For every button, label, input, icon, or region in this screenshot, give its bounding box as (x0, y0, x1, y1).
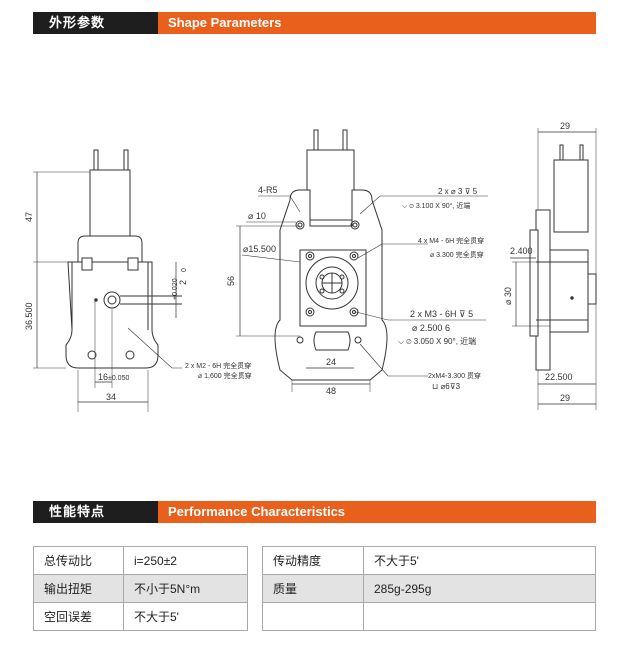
dim-22-500: 22.500 (545, 372, 573, 382)
note-m2-2: ⌀ 1.600 完全贯穿 (198, 371, 252, 380)
param-value: 不小于5N°m (123, 574, 248, 603)
table-row: 输出扭矩 不小于5N°m (33, 574, 248, 603)
tol-upper: +0.020 (172, 278, 179, 300)
dim-phi-10: ⌀ 10 (248, 211, 266, 221)
note-top-1: 2 x ⌀ 3 ⊽ 5 (438, 187, 478, 196)
param-name (262, 602, 364, 631)
terminal-left (93, 149, 99, 173)
note-m2: 2 x M2 - 6H 完全贯穿 (185, 361, 251, 370)
pcd-circle (305, 256, 359, 310)
front-motor-body (306, 149, 355, 221)
side-gear-housing (549, 249, 589, 333)
bottom-hole-right (354, 336, 362, 344)
note-top-2: ⌵ ⌀ 3.100 X 90°, 近端 (402, 201, 470, 210)
top-hole-left (295, 220, 305, 230)
dim-48: 48 (326, 386, 336, 396)
bottom-hole-left (296, 336, 304, 344)
note-m4-1: 4 x M4 - 6H 完全贯穿 (418, 236, 484, 245)
slot-hole-left (87, 350, 97, 360)
note-bottom-1: 2xM4-3.300 贯穿 (428, 371, 481, 380)
top-hole-right (350, 220, 360, 230)
note-bottom-2: ⊔ ⌀6⊽3 (432, 382, 461, 391)
front-terminal-right (342, 129, 348, 153)
param-value: 不大于5' (363, 546, 596, 575)
side-motor-body (553, 159, 589, 233)
technical-drawing: 47 36.500 +0.020 0 2 16 ±0.050 34 2 x M2… (24, 121, 597, 412)
left-view (33, 149, 182, 412)
central-housing (299, 249, 367, 327)
note-m3-3: ⌵ ⌀ 3.050 X 90°, 近端 (398, 336, 476, 346)
dim-56: 56 (226, 276, 236, 286)
m4-hole-4 (349, 307, 359, 317)
param-value: 不大于5' (123, 602, 248, 631)
param-value: 285g-295g (363, 574, 596, 603)
front-view (236, 129, 488, 392)
table-row: 总传动比 i=250±2 (33, 546, 248, 575)
side-view (510, 128, 597, 410)
dim-34: 34 (106, 392, 116, 402)
param-name: 传动精度 (262, 546, 364, 575)
upper-tab-plate (77, 235, 143, 265)
note-m4-2: ⌀ 3.300 完全贯穿 (430, 250, 484, 259)
performance-title-en: Performance Characteristics (158, 501, 596, 523)
param-value (363, 602, 596, 631)
m4-hole-1 (305, 251, 315, 261)
param-value: i=250±2 (123, 546, 248, 575)
dim-side-29-bottom: 29 (560, 393, 570, 403)
performance-table-left: 总传动比 i=250±2 输出扭矩 不小于5N°m 空回误差 不大于5' (33, 546, 248, 631)
param-name: 空回误差 (33, 602, 124, 631)
table-row: 传动精度 不大于5' (262, 546, 596, 575)
performance-title-cn: 性能特点 (33, 501, 158, 523)
param-name: 总传动比 (33, 546, 124, 575)
dim-phi-30: ⌀ 30 (503, 287, 513, 305)
dim-phi-15-500: ⌀15.500 (243, 244, 276, 254)
performance-table-right: 传动精度 不大于5' 质量 285g-295g (262, 546, 596, 631)
dim-side-29-top: 29 (560, 121, 570, 131)
m4-hole-3 (305, 307, 315, 317)
param-name: 质量 (262, 574, 364, 603)
note-4-r5: 4-R5 (258, 185, 278, 195)
dim-16-tol: ±0.050 (108, 375, 129, 382)
note-m3-2: ⌀ 2.500 6 (412, 323, 450, 333)
shape-title-cn: 外形参数 (33, 12, 158, 34)
dim-36-500: 36.500 (24, 302, 34, 330)
param-name: 输出扭矩 (33, 574, 124, 603)
tol-lower: 0 (181, 268, 188, 272)
table-row (262, 602, 596, 631)
slot-hole-right (125, 350, 135, 360)
shape-parameters-header: 外形参数 Shape Parameters (33, 12, 596, 34)
dim-47: 47 (24, 212, 34, 222)
front-terminal-left (313, 129, 319, 153)
tol-nominal: 2 (178, 280, 188, 285)
dim-16: 16 (98, 372, 108, 382)
dim-24: 24 (326, 357, 336, 367)
terminal-right (123, 149, 129, 173)
dim-2-400: 2.400 (510, 246, 533, 256)
m4-hole-2 (349, 251, 359, 261)
table-row: 质量 285g-295g (262, 574, 596, 603)
note-m3-1: 2 x M3 - 6H ⊽ 5 (410, 309, 473, 319)
shape-title-en: Shape Parameters (158, 12, 596, 34)
performance-header: 性能特点 Performance Characteristics (33, 501, 596, 523)
table-row: 空回误差 不大于5' (33, 602, 248, 631)
